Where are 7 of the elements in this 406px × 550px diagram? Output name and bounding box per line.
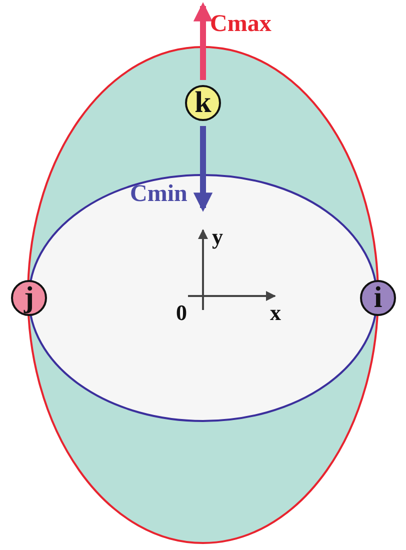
direction-label: Cmin xyxy=(130,182,188,206)
axis-label: x xyxy=(270,302,281,324)
axis-label: y xyxy=(212,226,223,248)
axis-label: 0 xyxy=(176,302,187,324)
letter-circle: i xyxy=(360,280,396,316)
direction-label: Cmax xyxy=(210,12,272,36)
letter-circle: j xyxy=(11,280,47,316)
